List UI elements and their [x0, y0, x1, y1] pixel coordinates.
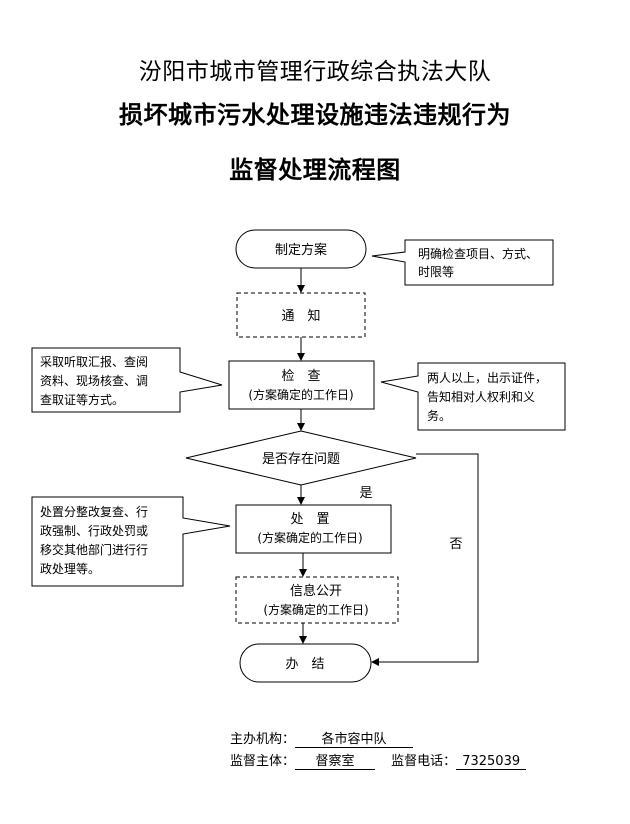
start-node-label: 制定方案 [275, 242, 327, 258]
supervisor-label: 监督主体： [230, 754, 296, 769]
handle-left-note-line: 政强制、行政处罚或 [40, 524, 148, 538]
inspect-left-note-line: 采取听取汇报、查阅 [40, 354, 148, 369]
inspect-node-label: 检 查 [281, 369, 320, 384]
handle-node-sublabel: (方案确定的工作日) [257, 530, 362, 545]
inspect-node [228, 360, 375, 410]
host-label: 主办机构： [230, 732, 296, 747]
org-name: 汾阳市城市管理行政综合执法大队 [138, 59, 492, 85]
no-label: 否 [449, 537, 462, 552]
start-note-line: 时限等 [418, 265, 454, 279]
phone-label: 监督电话： [391, 754, 457, 769]
chart-title-line2: 监督处理流程图 [229, 155, 401, 184]
inspect-left-note-line: 资料、现场核查、调 [40, 374, 148, 388]
handle-node [235, 504, 392, 554]
inspect-right-callout [380, 362, 566, 431]
handle-left-callout [31, 496, 231, 587]
inspect-left-callout [31, 347, 223, 413]
chart-title-line1: 损坏城市污水处理设施违法违规行为 [119, 100, 511, 129]
start-note: 明确检查项目、方式、 时限等 [418, 246, 542, 279]
inspect-right-note-line: 务。 [427, 408, 451, 423]
end-node-label: 办 结 [285, 657, 324, 672]
decision-node-label: 是否存在问题 [262, 452, 340, 467]
no-branch-connector [371, 453, 479, 666]
notify-node [236, 292, 366, 338]
inspect-node-sublabel: (方案确定的工作日) [248, 387, 353, 402]
start-note-callout [371, 239, 554, 286]
host-value: 各市容中队 [295, 728, 414, 748]
footer-supervisor: 监督主体：督察室 监督电话：7325039 [230, 750, 527, 770]
handle-left-note: 处置分整改复查、行 政强制、行政处罚或 移交其他部门进行行 政处理等。 [40, 504, 152, 576]
end-node [239, 643, 372, 683]
footer-host: 主办机构：各市容中队 [230, 728, 414, 748]
publish-node [235, 576, 399, 624]
inspect-left-note: 采取听取汇报、查阅 资料、现场核查、调 查取证等方式。 [40, 354, 152, 407]
publish-node-sublabel: (方案确定的工作日) [263, 602, 368, 617]
inspect-right-note: 两人以上，出示证件， 告知相对人权利和义 务。 [427, 371, 551, 423]
handle-left-note-line: 政处理等。 [40, 562, 100, 576]
yes-label: 是 [359, 486, 372, 501]
supervisor-value: 督察室 [295, 750, 376, 770]
publish-node-label: 信息公开 [290, 583, 342, 599]
inspect-right-note-line: 告知相对人权利和义 [427, 390, 535, 404]
inspect-left-note-line: 查取证等方式。 [40, 392, 124, 407]
start-note-line: 明确检查项目、方式、 [418, 246, 538, 261]
phone-value: 7325039 [456, 754, 527, 770]
notify-node-label: 通 知 [281, 308, 320, 324]
handle-left-note-line: 处置分整改复查、行 [40, 504, 148, 519]
handle-left-note-line: 移交其他部门进行行 [40, 542, 148, 557]
inspect-right-note-line: 两人以上，出示证件， [427, 371, 547, 385]
handle-node-label: 处 置 [290, 512, 329, 527]
